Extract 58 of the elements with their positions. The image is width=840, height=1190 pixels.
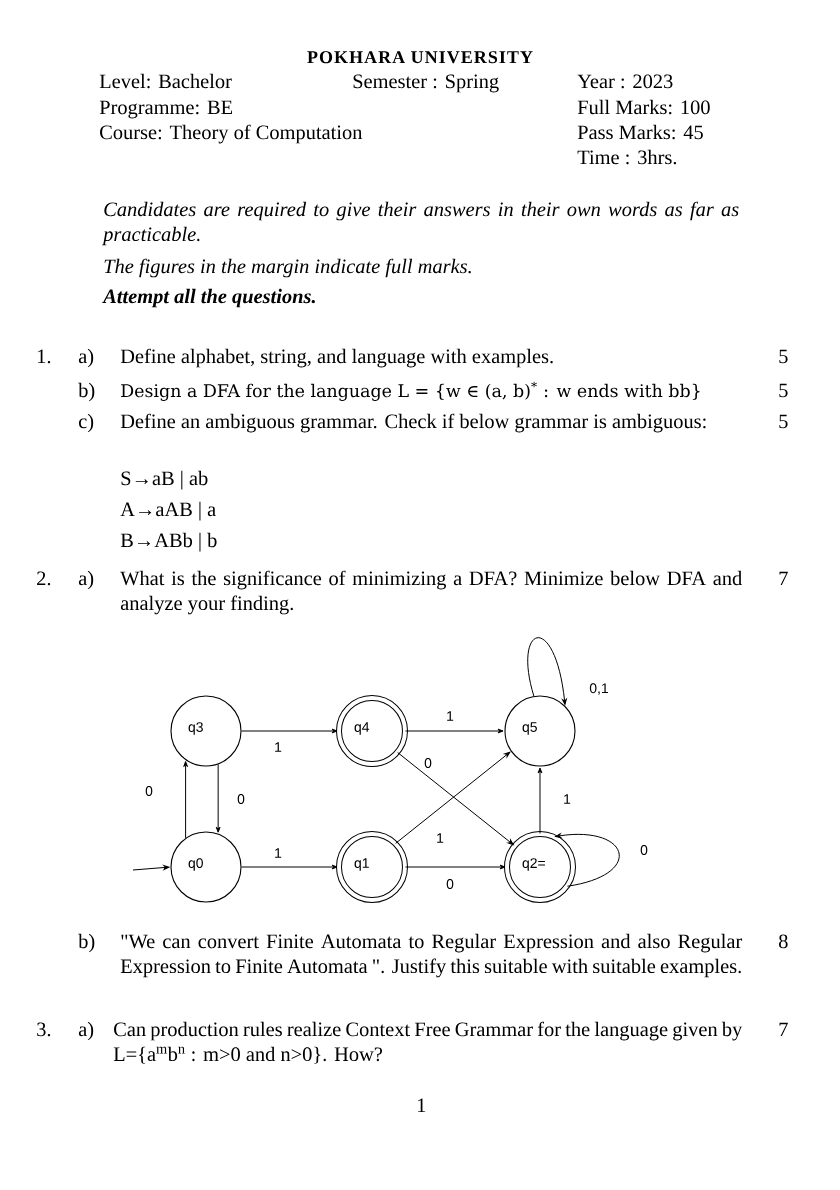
question-text: Define alphabet, string, and language with examples. — [120, 348, 553, 368]
page-number: 1 — [418, 1098, 426, 1112]
transition-arrow — [183, 761, 188, 839]
transition-arrow — [405, 864, 506, 870]
grammar-rule: A→aAB | a — [120, 501, 216, 521]
question-text: Define an ambiguous grammar. Check if below grammar is ambiguous: — [120, 413, 706, 433]
transition-arrow — [537, 767, 543, 834]
edge-label: 0 — [144, 785, 154, 797]
header-field: Semester : Spring — [353, 74, 499, 93]
edge-label: 1 — [445, 710, 455, 722]
question-number: 3. — [37, 1022, 51, 1037]
header-field: Full Marks: 100 — [577, 99, 710, 115]
page-title: POKHARA UNIVERSITY — [307, 51, 533, 64]
marks-number: 5 — [779, 349, 788, 364]
question-text: Design a DFA for the language L = {w ∈ (a, b)$^{*}$ : w ends with bb} — [121, 381, 700, 401]
question-text: "We can convert Finite Automata to Regular Expression and also Regular Expression to Finite Automata ". Justify this suitable with suitable examples. — [120, 933, 743, 978]
grammar-rule: S→aB | ab — [121, 470, 208, 490]
edge-label: 1 — [273, 847, 283, 859]
edge-label: 1 — [273, 741, 283, 753]
header-field: Pass Marks: 45 — [577, 124, 703, 140]
transition-arrow — [215, 763, 221, 833]
transition-arrow — [241, 864, 338, 870]
loop-arrow — [527, 637, 567, 705]
transition-arrow — [405, 728, 504, 734]
edge-label: 1 — [562, 793, 572, 805]
transition-arrow — [241, 728, 338, 734]
part-letter: a) — [78, 1021, 94, 1041]
marks-number: 8 — [779, 934, 788, 949]
header-field: Course: Theory of Computation — [100, 124, 363, 144]
part-letter: b) — [78, 933, 95, 953]
edge-label: 0 — [423, 757, 433, 769]
edge-label: 0,1 — [588, 682, 610, 696]
loop-arrow — [555, 833, 620, 887]
marks-number: 5 — [779, 383, 788, 398]
part-letter: a) — [78, 348, 94, 368]
edge-label: 0 — [236, 793, 246, 805]
edge-label: 1 — [435, 832, 445, 844]
part-letter: c) — [79, 413, 94, 433]
grammar-rule: B→ABb | b — [120, 532, 217, 552]
instruction-text: Attempt all the questions. — [102, 288, 315, 308]
header-field: Level: Bachelor — [99, 73, 232, 89]
question-text: What is the significance of minimizing a DFA? Minimize below DFA and analyze your finding. — [120, 570, 742, 615]
marks-number: 7 — [779, 571, 788, 585]
instruction-text: The figures in the margin indicate full marks. — [104, 258, 471, 278]
marks-number: 5 — [779, 414, 788, 429]
header-field: Year : 2023 — [577, 74, 673, 89]
question-number: 2. — [37, 571, 51, 586]
header-field: Time : 3hrs. — [577, 149, 677, 165]
instruction-text: Candidates are required to give their answers in their own words as far as practicable. — [102, 201, 739, 246]
marks-number: 7 — [779, 1022, 788, 1036]
question-text: Can production rules realize Context Free Grammar for the language given by L={a$^{m}$b$^{n}$ : m>0 and n>0}. How? — [113, 1021, 743, 1064]
header-field: Programme: BE — [99, 100, 233, 119]
question-number: 1. — [38, 349, 51, 364]
edge-label: 0 — [445, 878, 455, 890]
part-letter: b) — [78, 382, 95, 402]
edge-label: 0 — [639, 844, 649, 856]
start-arrow — [132, 865, 170, 871]
part-letter: a) — [78, 570, 94, 590]
